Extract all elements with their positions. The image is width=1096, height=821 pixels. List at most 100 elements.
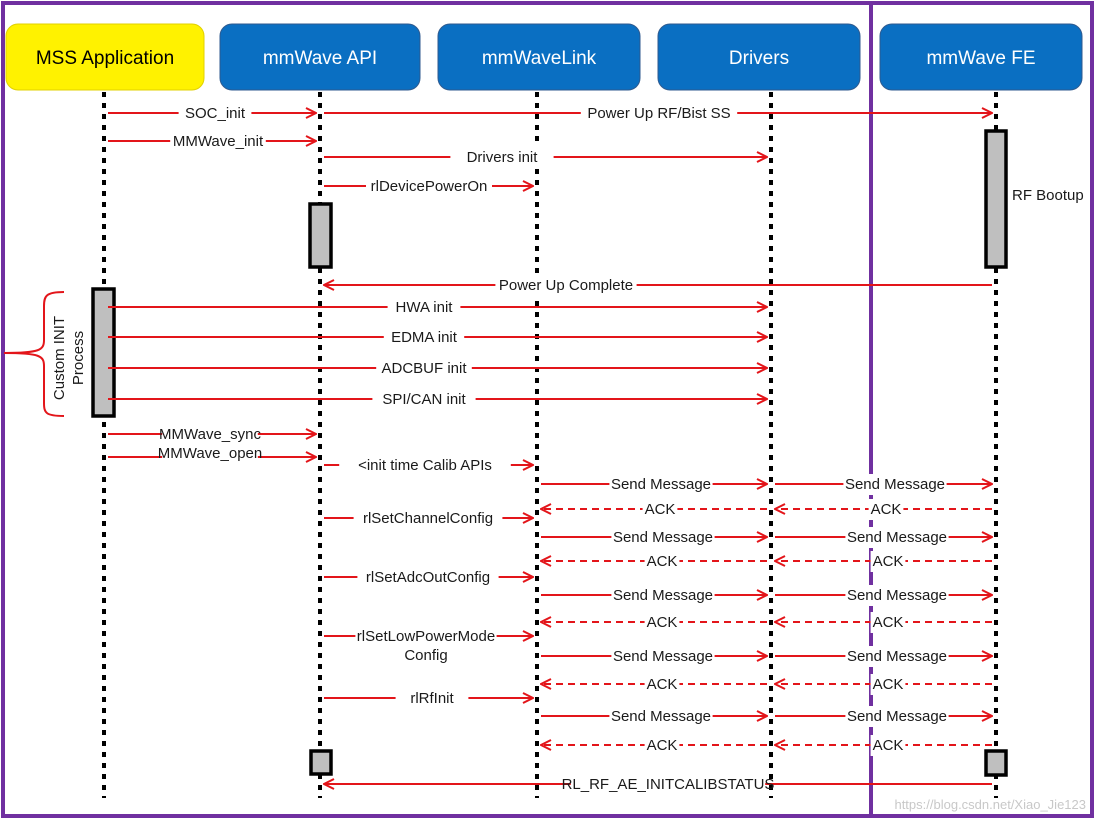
message-label-bg	[845, 706, 949, 727]
message-label: ACK	[873, 614, 904, 631]
message: rlSetAdcOutConfig	[324, 567, 533, 588]
message-label: Send Message	[613, 529, 713, 546]
message-label: Drivers init	[467, 149, 539, 166]
message-label-bg	[644, 612, 680, 633]
message: ACK	[775, 735, 992, 756]
message: MMWave_init	[108, 131, 316, 152]
message-label-bg	[353, 508, 503, 529]
message: HWA init	[108, 297, 767, 318]
message-label-bg	[366, 176, 492, 197]
activation-box	[308, 202, 333, 269]
activation-box	[309, 749, 333, 776]
message-label-bg	[387, 297, 461, 318]
participant-label-api: mmWave API	[263, 48, 377, 69]
message-label: rlSetAdcOutConfig	[366, 569, 490, 586]
message: MMWave_sync	[108, 424, 316, 445]
message: ACK	[541, 499, 767, 520]
message: rlRfInit	[324, 688, 533, 709]
message-label-bg	[178, 103, 252, 124]
watermark: https://blog.csdn.net/Xiao_Jie123	[894, 797, 1086, 812]
message-label-bg	[870, 551, 906, 572]
message-label: MMWave_open	[158, 445, 263, 462]
message-label-bg	[495, 275, 637, 296]
message-label-bg	[870, 612, 906, 633]
participant-link: mmWaveLink	[437, 23, 641, 91]
message-label: ACK	[647, 614, 678, 631]
message-label-bg	[611, 527, 715, 548]
activation-box	[984, 129, 1008, 269]
message-label-bg	[580, 103, 738, 124]
message-label: ACK	[873, 553, 904, 570]
message-label-bg	[355, 626, 497, 666]
message: Send Message	[541, 706, 767, 727]
message: Send Message	[775, 474, 992, 495]
message: ACK	[775, 499, 992, 520]
message-label-bg	[843, 474, 947, 495]
message-label-bg	[845, 585, 949, 606]
message: Send Message	[775, 527, 992, 548]
participant-label-mss: MSS Application	[36, 48, 174, 69]
message: ACK	[541, 735, 767, 756]
message-label: Send Message	[613, 648, 713, 665]
message-label: ACK	[873, 676, 904, 693]
message-label-bg	[372, 389, 476, 410]
message: Send Message	[775, 706, 992, 727]
message-label-bg	[339, 455, 511, 476]
message-label: Power Up Complete	[499, 277, 633, 294]
participant-mss: MSS Application	[5, 23, 205, 91]
message-label: rlSetLowPowerMode	[357, 628, 495, 645]
message-label: Send Message	[847, 708, 947, 725]
message-label: MMWave_init	[173, 133, 264, 150]
message-label-bg	[376, 358, 472, 379]
message: SPI/CAN init	[108, 389, 767, 410]
participant-box-api	[219, 23, 421, 91]
message-label: Send Message	[847, 587, 947, 604]
message: Drivers init	[324, 147, 767, 168]
message: EDMA init	[108, 327, 767, 348]
message: ACK	[541, 674, 767, 695]
message-label-bg	[644, 735, 680, 756]
activation-box	[91, 287, 116, 418]
message-label-bg	[870, 674, 906, 695]
message-label: Send Message	[847, 529, 947, 546]
message-label: Send Message	[613, 587, 713, 604]
message-label-bg	[357, 567, 499, 588]
message-label: ACK	[873, 737, 904, 754]
message-label-bg	[609, 474, 713, 495]
message-label: rlDevicePowerOn	[371, 178, 488, 195]
message-label: MMWave_sync	[159, 426, 261, 443]
participant-box-fe	[879, 23, 1083, 91]
message-label-bg	[611, 585, 715, 606]
participant-label-drv: Drivers	[729, 48, 789, 69]
message-label: rlRfInit	[410, 690, 454, 707]
activation-box	[984, 749, 1008, 777]
message: Send Message	[775, 585, 992, 606]
message: Send Message	[541, 527, 767, 548]
message: Send Message	[541, 474, 767, 495]
message-label-bg	[162, 443, 258, 464]
message: ACK	[541, 612, 767, 633]
message-label: ACK	[647, 553, 678, 570]
message-label-bg	[383, 327, 465, 348]
message-label: Config	[404, 647, 447, 664]
message-label-bg	[845, 527, 949, 548]
message-label: ACK	[647, 676, 678, 693]
message-label-bg	[609, 706, 713, 727]
message: rlSetChannelConfig	[324, 508, 533, 529]
participant-label-fe: mmWave FE	[926, 48, 1035, 69]
message: Send Message	[541, 646, 767, 667]
message: ACK	[775, 612, 992, 633]
message-label-bg	[170, 131, 266, 152]
message-label: rlSetChannelConfig	[363, 510, 493, 527]
message: Power Up RF/Bist SS	[324, 103, 992, 124]
message: SOC_init	[108, 103, 316, 124]
message: Send Message	[541, 585, 767, 606]
rf-bootup-note: RF Bootup	[1012, 187, 1084, 204]
message-label: SOC_init	[185, 105, 246, 122]
message-label: Send Message	[847, 648, 947, 665]
message-label-bg	[644, 674, 680, 695]
